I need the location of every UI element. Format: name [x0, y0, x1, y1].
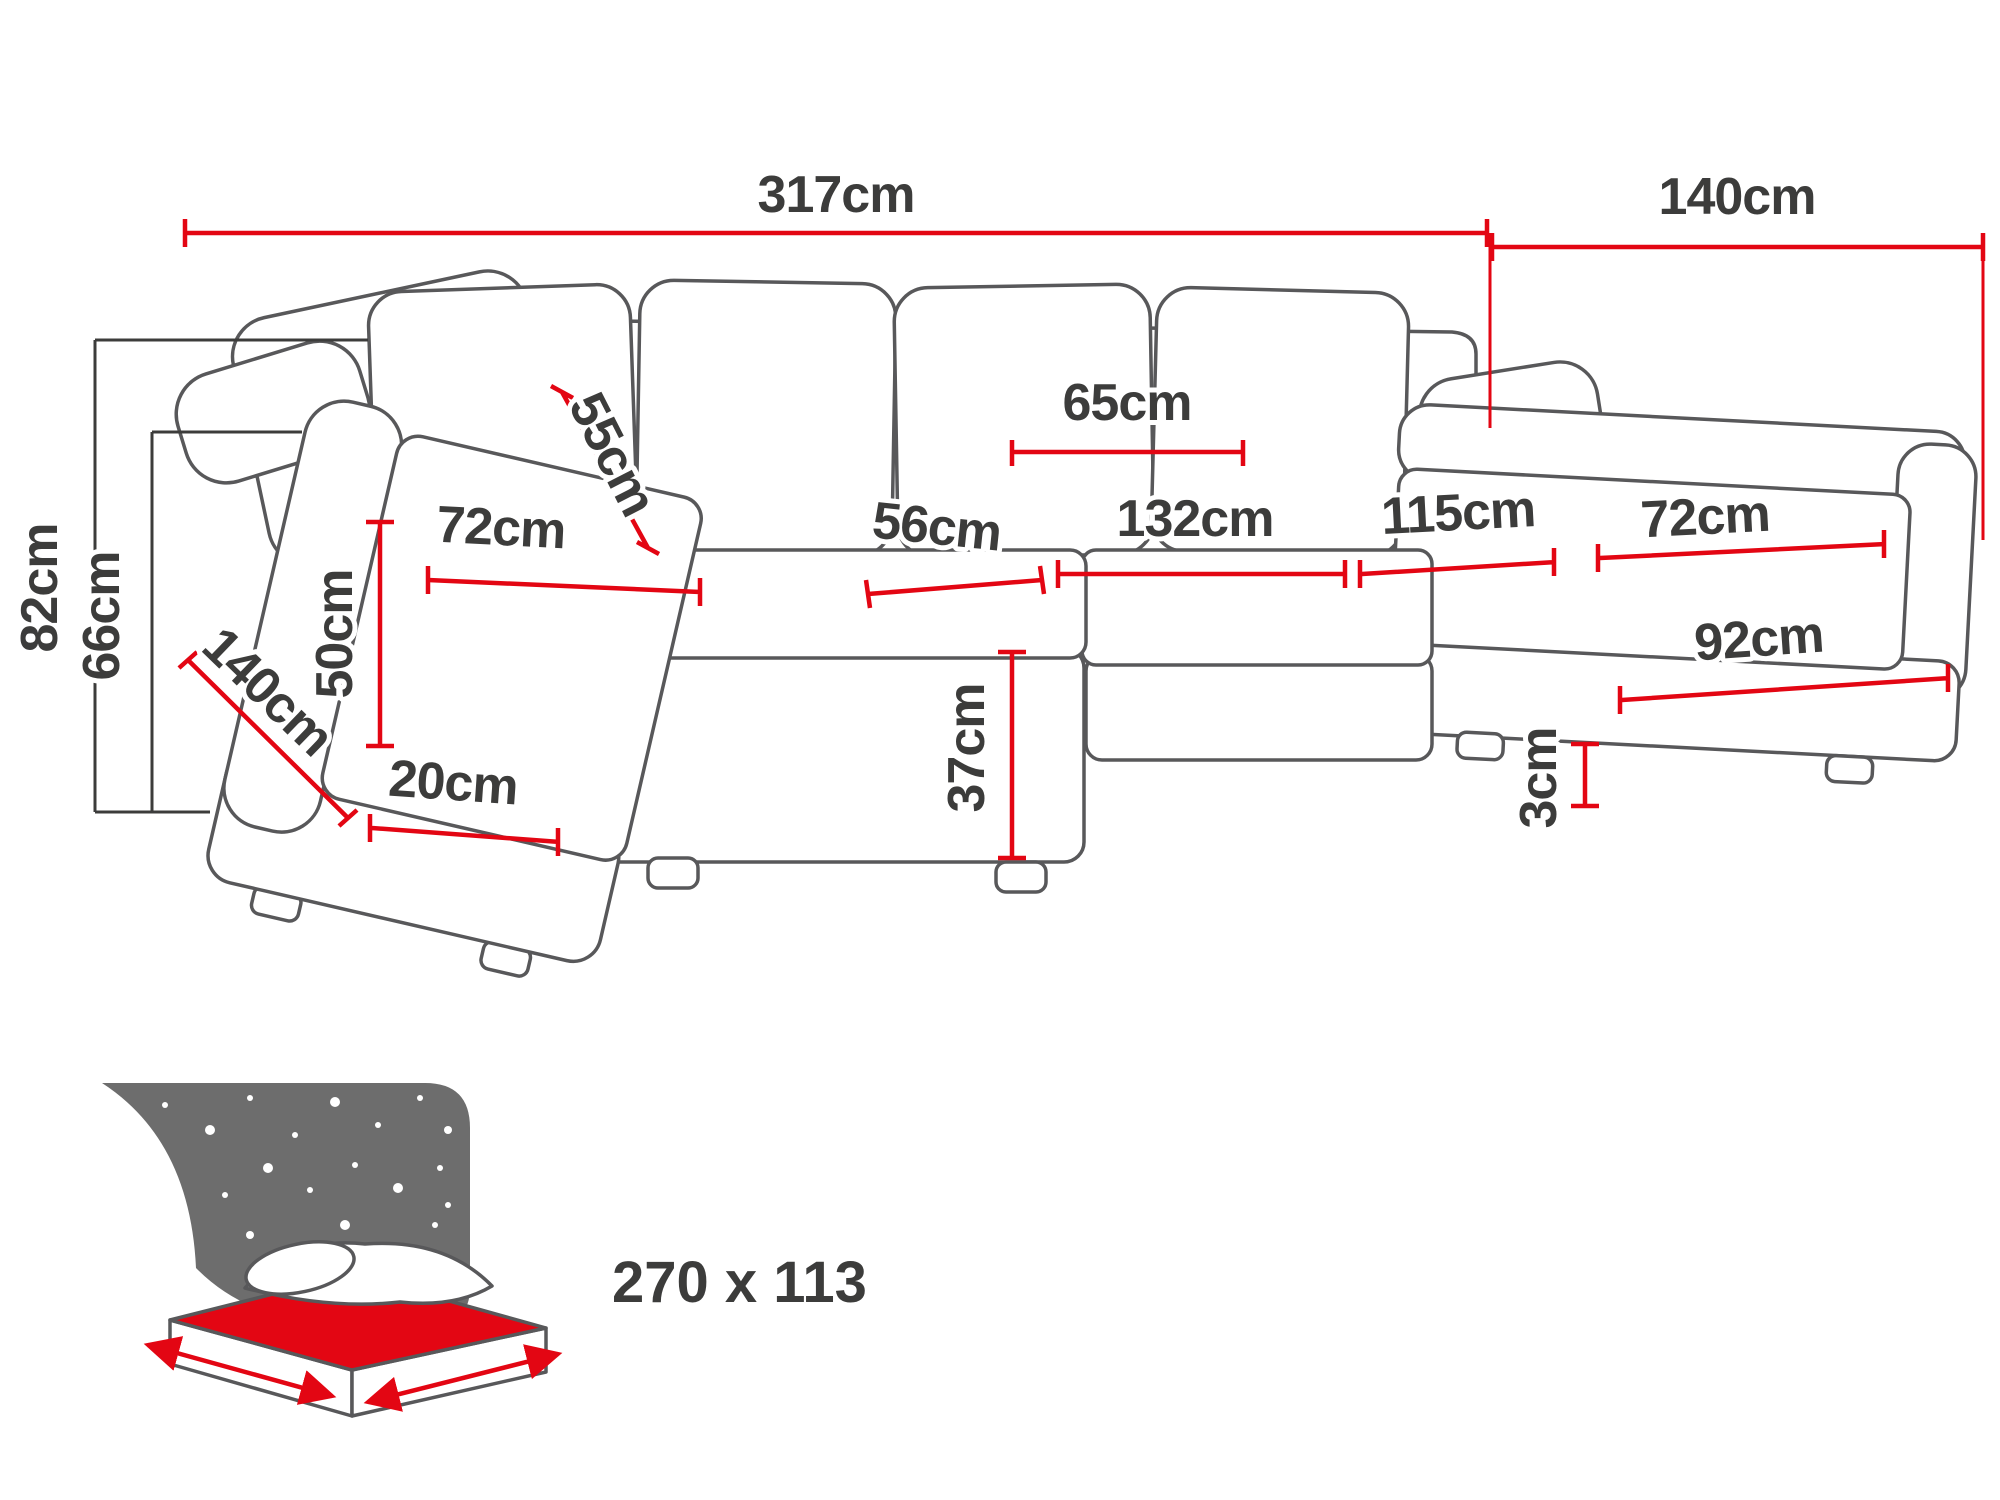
dim-37-line: [998, 649, 1026, 861]
dim-140top-line: [1489, 233, 1986, 261]
right-chaise: [1389, 403, 1978, 785]
right-chaise-leg-2: [1824, 753, 1875, 785]
bed-pillow: [244, 1240, 356, 1296]
sleeping-area-icon: [102, 1083, 563, 1418]
dim-3-line: [1571, 741, 1599, 809]
dim-72r-line: [1595, 530, 1887, 572]
dim-72l-line: [425, 566, 703, 606]
dim-55-line: [549, 384, 661, 556]
dim-50-label: 50cm: [306, 570, 364, 699]
bed-arrow-width: [143, 1336, 337, 1405]
sofa-drawing: [174, 269, 1978, 978]
dim-66-label: 66cm: [73, 552, 131, 681]
dim-92-line: [1617, 664, 1951, 714]
sleeping-area-label: 270 x 113: [612, 1250, 867, 1315]
red-dimension-lines: [177, 219, 1986, 861]
dimension-labels: 317cm 140cm 82cm 66cm 55cm 65cm 56cm 132…: [6, 161, 1830, 834]
center-seat-leg-1: [646, 856, 700, 890]
dark-dimension-lines: [93, 338, 368, 814]
dim-20-line: [367, 814, 561, 856]
left-chaise-seat: [320, 434, 703, 862]
dim-82-label: 82cm: [11, 524, 69, 653]
dim-115-line: [1357, 548, 1557, 588]
dim-132-line: [1055, 560, 1348, 588]
dim-140l-line: [177, 650, 359, 828]
dim-72r-label: 72cm: [1639, 485, 1771, 550]
center-seat-leg-2: [994, 860, 1048, 894]
dim-140top-label: 140cm: [1659, 168, 1816, 226]
dim-72l-label: 72cm: [435, 496, 567, 561]
dim-20-label: 20cm: [387, 750, 520, 817]
corner-seat: [1080, 548, 1434, 667]
dim-37-label: 37cm: [938, 684, 996, 813]
left-chaise: [206, 399, 703, 978]
bed-arrow-length: [363, 1344, 563, 1412]
dim-3-label: 3cm: [1510, 727, 1568, 828]
dim-132-label: 132cm: [1117, 490, 1274, 548]
right-chaise-leg-1: [1455, 730, 1506, 762]
dim-115-label: 115cm: [1380, 480, 1537, 546]
dim-317-line: [182, 219, 1490, 247]
corner-seat-front: [1084, 653, 1434, 762]
dim-317-label: 317cm: [758, 166, 915, 224]
dim-65-label: 65cm: [1063, 374, 1192, 432]
dim-92-label: 92cm: [1692, 606, 1825, 673]
dim-56-line: [863, 565, 1047, 609]
dim-65-line: [1009, 440, 1246, 466]
dim-50-line: [366, 519, 394, 749]
